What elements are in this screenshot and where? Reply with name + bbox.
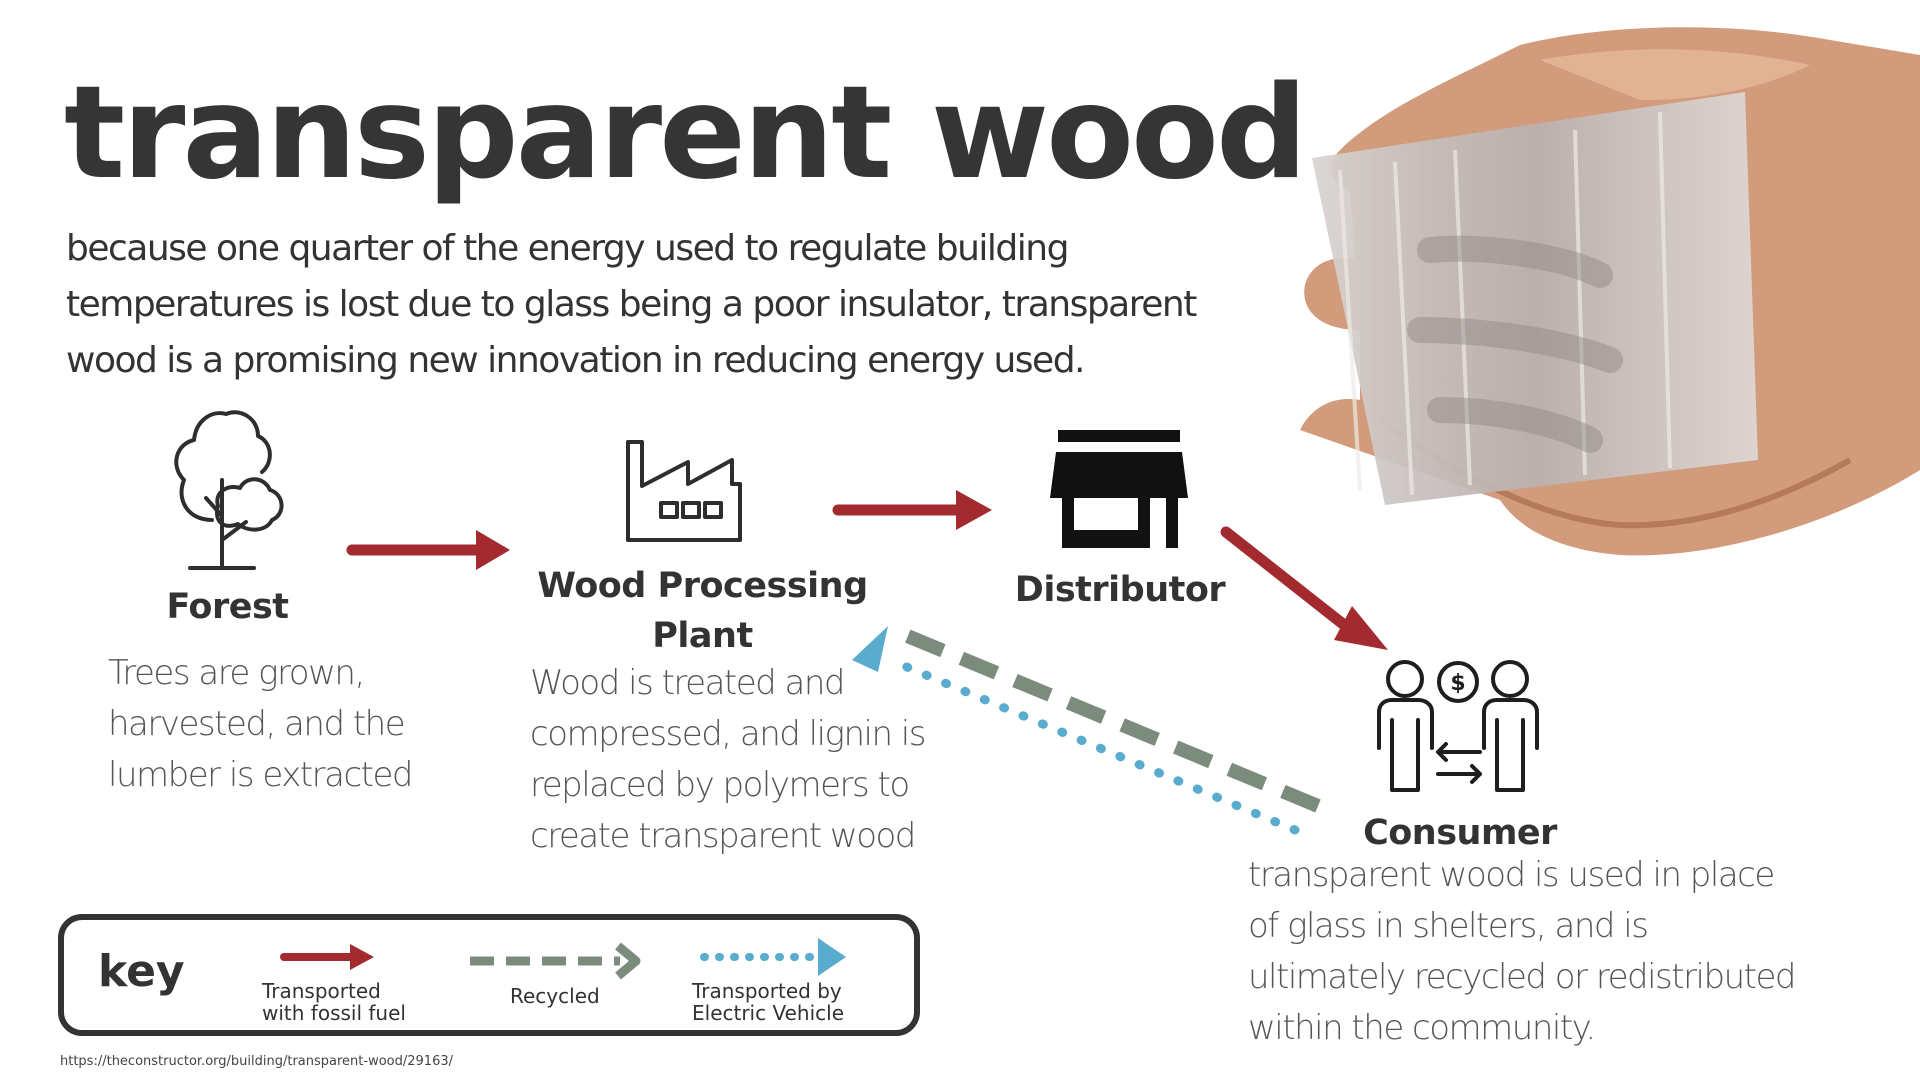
key-fossil-label: Transported with fossil fuel <box>262 979 406 1025</box>
wood-processing-plant-description: Wood is treated and compressed, and lign… <box>530 663 926 856</box>
page-title: transparent wood <box>64 59 1308 208</box>
forest-description: Trees are grown, harvested, and the lumb… <box>108 653 413 795</box>
key-box <box>58 914 920 1036</box>
storefront-icon <box>1050 430 1188 548</box>
people-exchange-icon <box>1377 660 1539 792</box>
wood-processing-plant-label: Wood Processing Plant <box>537 566 868 656</box>
page-subtitle: because one quarter of the energy used t… <box>66 228 1197 381</box>
consumer-description: transparent wood is used in place of gla… <box>1248 855 1796 1048</box>
key-title: key <box>98 946 185 997</box>
arrow-distributor-to-consumer <box>1220 526 1388 650</box>
key-fossil-arrow <box>280 944 374 970</box>
source-citation: https://theconstructor.org/building/tran… <box>60 1054 453 1069</box>
arrow-forest-to-plant <box>346 530 510 570</box>
dollar-sign-icon: $ <box>1450 671 1465 696</box>
key-ev-arrow <box>700 938 846 976</box>
arrow-recycled-consumer-to-plant <box>902 628 1321 813</box>
factory-icon <box>626 440 742 542</box>
key-recycled-label: Recycled <box>510 984 600 1008</box>
consumer-label: Consumer <box>1363 813 1557 853</box>
tree-icon <box>174 410 284 570</box>
arrow-plant-to-distributor <box>832 490 992 530</box>
hand-holding-transparent-wood-image <box>1300 27 1920 556</box>
key-recycled-arrow <box>470 942 641 980</box>
forest-label: Forest <box>166 587 289 627</box>
distributor-label: Distributor <box>1014 570 1226 610</box>
key-ev-label: Transported by Electric Vehicle <box>692 979 844 1025</box>
arrow-ev-consumer-to-plant <box>852 626 1300 835</box>
